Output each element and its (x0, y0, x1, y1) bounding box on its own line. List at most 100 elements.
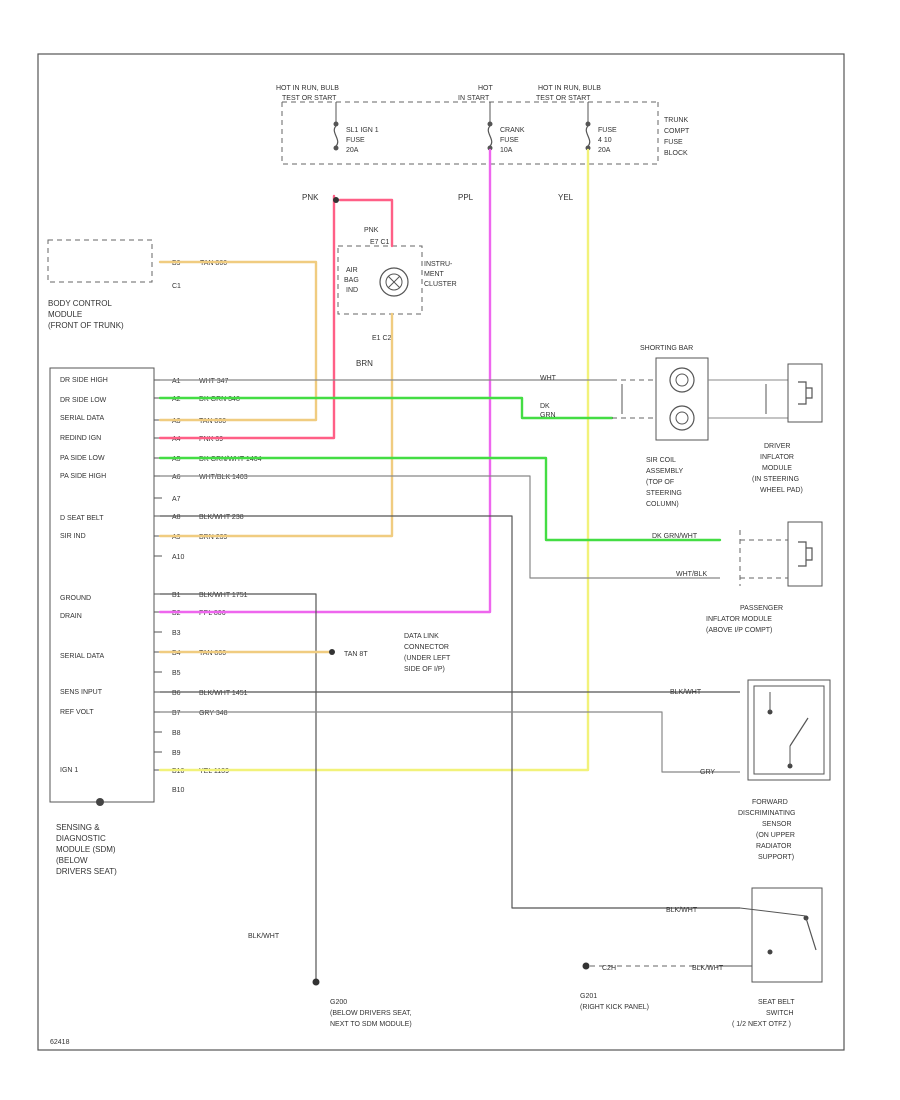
sdm-wire-label-bg (196, 451, 274, 461)
wire-blk-wht-1751 (160, 593, 317, 980)
sdm-label: REDIND IGN (60, 435, 101, 442)
wire-gry-348 (160, 711, 740, 773)
sdm-label: SERIAL DATA (60, 415, 105, 422)
sdm-wire-label-bg (196, 509, 255, 519)
sir-wht-label: WHT (540, 375, 557, 382)
diagram-frame (37, 53, 845, 1051)
sdm-pin: B9 (172, 750, 181, 757)
sdm-pin: B2 (172, 610, 181, 617)
sdm-wire-label: PNK 39 (199, 436, 223, 443)
wire-yel-1139 (158, 148, 590, 772)
sdm-pin-b10: B10 (172, 787, 185, 794)
fwd-wire-1: BLK/WHT (670, 689, 702, 696)
g201-left-label: C2H (602, 965, 616, 972)
sdm-label: SENS INPUT (60, 689, 103, 696)
ground-g201: C2H BLK/WHT G201(RIGHT KICK PANEL) (580, 962, 752, 1011)
sdm-wire-label: PPL 806 (199, 610, 226, 617)
g201-right-label: BLK/WHT (692, 965, 724, 972)
sdm-wire-label-bg (196, 431, 231, 441)
ground-g200: BLK/WHT G200(BELOW DRIVERS SEAT,NEXT TO … (248, 933, 412, 1028)
g200-wire: BLK/WHT (248, 933, 280, 940)
wire-label-yel: YEL (558, 193, 574, 202)
sdm-pin: A6 (172, 474, 181, 481)
sdm-wire-label-bg (196, 529, 236, 539)
sdm-pin: A10 (172, 554, 185, 561)
sdm-wire-label: TAN 800 (199, 650, 226, 657)
wire-dkgrn-348 (158, 396, 614, 420)
sdm-wire-label-bg (196, 373, 236, 383)
sdm-wire-label: BLK/WHT 1451 (199, 690, 248, 697)
bcm-pin: B9 (172, 260, 181, 267)
seat-switch-icon (805, 917, 817, 951)
sdm-wire-label-bg (196, 705, 236, 715)
sdm-label: REF VOLT (60, 709, 94, 716)
driver-inflator-icon (798, 381, 813, 405)
sdm-wire-label: TAN 800 (199, 418, 226, 425)
fuse-2-icon (487, 121, 493, 151)
g200-name: G200(BELOW DRIVERS SEAT,NEXT TO SDM MODU… (330, 999, 412, 1028)
sdm-wire-label: WHT/BLK 1403 (199, 474, 248, 481)
sdm-label: SIR IND (60, 533, 86, 540)
sdm-pin: B10 (172, 768, 185, 775)
sdm-pin: A2 (172, 396, 181, 403)
fuse-3-icon (585, 121, 591, 151)
sdm-pin: B5 (172, 670, 181, 677)
wire-tan-bcm (158, 260, 318, 422)
sdm-pin: B4 (172, 650, 181, 657)
sdm-pin: A4 (172, 436, 181, 443)
sdm-pin: A3 (172, 418, 181, 425)
sdm-wire-label-bg (196, 605, 236, 615)
sdm-pin: A9 (172, 534, 181, 541)
sdm-wire-label: WHT 347 (199, 378, 229, 385)
coil-lower-icon (669, 405, 695, 431)
sdm-pin: A1 (172, 378, 181, 385)
coil-upper-icon (669, 367, 695, 393)
sdm-wire-label-bg (196, 763, 241, 773)
sdm-wire-label-bg (196, 469, 260, 479)
bcm-connector: C1 (172, 283, 181, 290)
sdm-wire-label: GRY 348 (199, 710, 228, 717)
sdm-pin: A5 (172, 456, 181, 463)
sdm-ground-dot (96, 798, 104, 806)
fwd-wire-2: GRY (700, 769, 715, 776)
sdm-wire-label-bg (196, 645, 236, 655)
sdm-label: D SEAT BELT (60, 515, 104, 522)
sdm-wire-label-bg (196, 391, 250, 401)
sdm-wire-label-bg (196, 685, 260, 695)
wire-label-pnk: PNK (302, 193, 319, 202)
cluster-bottom-label: E1 C2 (372, 335, 392, 342)
g201-name: G201(RIGHT KICK PANEL) (580, 993, 649, 1011)
sdm-wire-label: BLK/WHT 1751 (199, 592, 248, 599)
sdm-pin: B3 (172, 630, 181, 637)
pass-wire-2: WHT/BLK (676, 571, 707, 578)
footer-code: 62418 (50, 1039, 70, 1046)
sdm-label: PA SIDE HIGH (60, 473, 106, 480)
sdm-wire-label-bg (196, 413, 236, 423)
sdm-label: DR SIDE LOW (60, 397, 107, 404)
sdm-label: IGN 1 (60, 767, 78, 774)
wire-label-ppl: PPL (458, 193, 474, 202)
wire-ppl-806 (158, 148, 492, 614)
wire-pnk-39 (158, 194, 336, 440)
bcm-wire: TAN 800 (200, 260, 227, 267)
fuse-1-icon (333, 121, 339, 151)
